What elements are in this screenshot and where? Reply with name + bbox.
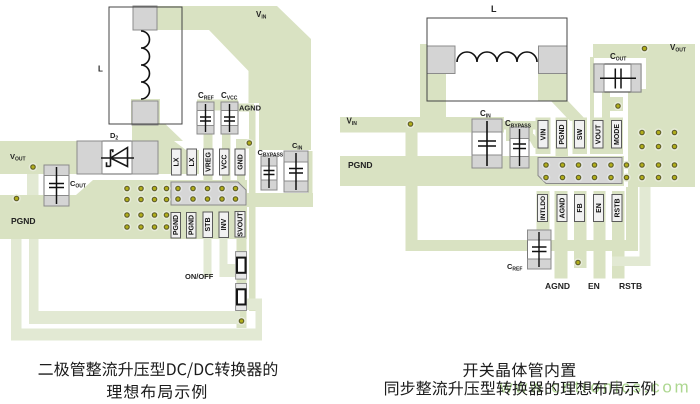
svg-text:VIN: VIN [256,10,267,21]
svg-text:INV: INV [221,218,228,230]
svg-text:GND: GND [238,154,245,170]
svg-text:CVCC: CVCC [221,91,238,102]
svg-text:PGND: PGND [189,215,196,235]
svg-text:www.cntronics.com: www.cntronics.com [499,378,691,397]
svg-text:COUT: COUT [610,52,626,63]
svg-text:L: L [491,4,497,14]
svg-text:CBYPASS: CBYPASS [258,148,284,159]
svg-text:PGND: PGND [11,216,36,226]
svg-text:PGND: PGND [173,215,180,235]
svg-text:INTLDO: INTLDO [540,196,547,220]
svg-text:MODE: MODE [614,124,621,145]
svg-text:CIN: CIN [292,141,303,152]
svg-text:VOUT: VOUT [596,124,603,144]
svg-text:PGND: PGND [348,160,373,170]
svg-text:AGND: AGND [239,104,262,113]
svg-text:VOUT: VOUT [10,152,26,163]
svg-text:FB: FB [577,203,584,212]
svg-text:ON/OFF: ON/OFF [185,272,214,281]
svg-text:CREF: CREF [507,262,522,273]
svg-text:STB: STB [205,218,212,232]
svg-text:RSTB: RSTB [615,198,622,217]
svg-text:PGND: PGND [559,124,566,144]
svg-text:AGND: AGND [545,281,570,291]
svg-text:CREF: CREF [198,91,214,102]
svg-text:LX: LX [174,157,181,166]
svg-text:COUT: COUT [70,179,86,190]
svg-text:VREG: VREG [206,152,213,172]
svg-text:EN: EN [588,281,600,291]
svg-text:EN: EN [596,203,603,213]
svg-text:VIN: VIN [541,129,548,141]
svg-text:CIN: CIN [480,109,491,120]
svg-text:LX: LX [189,157,196,166]
svg-text:SVOUT: SVOUT [238,212,245,237]
svg-text:SW: SW [577,128,584,140]
svg-text:D2: D2 [110,131,118,142]
svg-text:VOUT: VOUT [670,43,686,54]
svg-text:L: L [98,65,103,74]
svg-text:VIN: VIN [347,117,358,128]
svg-text:AGND: AGND [560,198,567,219]
svg-text:CBYPASS: CBYPASS [505,119,532,130]
svg-text:VCC: VCC [222,155,229,170]
svg-text:RSTB: RSTB [619,281,642,291]
